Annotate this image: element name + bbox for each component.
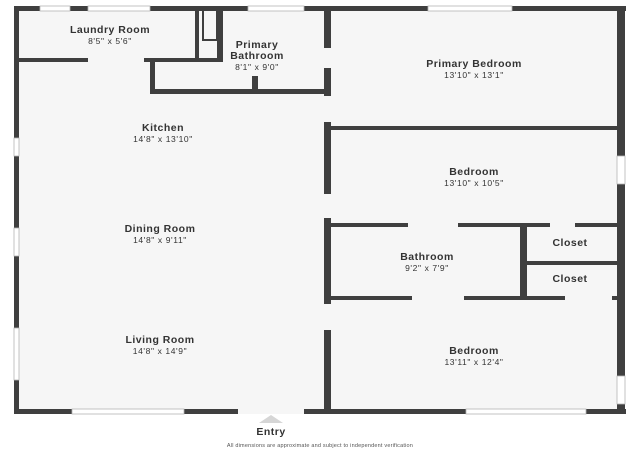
window-top-1 (39, 5, 71, 12)
window-left-2 (13, 227, 20, 257)
window-right-1 (616, 155, 626, 185)
windows (13, 5, 626, 415)
room-name-line1: Primary (235, 39, 279, 51)
window-right-2 (616, 375, 626, 405)
primary-bath-wall-left (150, 58, 155, 94)
entry-doorway (238, 409, 304, 414)
walls (14, 6, 626, 414)
window-bottom-2 (465, 408, 587, 415)
bathroom-doorway (412, 296, 464, 300)
outer-wall-bottom (14, 409, 626, 414)
floor-area (18, 8, 622, 412)
window-top-4 (427, 5, 513, 12)
room-name: Kitchen (141, 122, 184, 134)
room-name: Dining Room (124, 223, 196, 235)
primary-bath-wall-top (152, 58, 222, 62)
bathroom-wall-bottom-left (328, 296, 412, 300)
outer-wall-left (14, 6, 19, 414)
room-name: Closet (552, 237, 588, 249)
center-wall-seg-3 (324, 122, 331, 194)
room-primary-bathroom: Primary Bathroom 8'1" x 9'0" (230, 39, 284, 73)
window-left-3 (13, 327, 20, 381)
window-bottom-1 (71, 408, 185, 415)
room-dimensions: 8'5" x 5'6" (88, 36, 132, 47)
window-top-2 (87, 5, 151, 12)
center-wall-seg-2 (324, 68, 331, 96)
window-top-3 (247, 5, 305, 12)
entry-label: Entry (256, 426, 286, 438)
room-dimensions: 9'2" x 7'9" (405, 263, 449, 274)
room-name: Closet (552, 273, 588, 285)
closet-doorway (550, 223, 575, 227)
room-bedroom-1: Bedroom 13'10" x 10'5" (444, 166, 504, 189)
triangle-up-icon (259, 415, 283, 423)
laundry-wall-right (195, 8, 199, 60)
closet-wall-bottom (612, 296, 620, 300)
room-name: Living Room (125, 334, 195, 346)
window-left-1 (13, 137, 20, 157)
center-wall-seg-1 (324, 8, 331, 48)
room-name: Bedroom (449, 345, 499, 357)
bathroom-wall-right (520, 225, 527, 300)
room-dimensions: 14'8" x 14'9" (132, 346, 188, 357)
bedroom-wall-bottom-right (575, 223, 620, 227)
center-wall-seg-5 (324, 330, 331, 412)
room-name: Laundry Room (69, 24, 151, 36)
room-dining-room: Dining Room 14'8" x 9'11" (124, 223, 196, 246)
laundry-doorway (88, 58, 144, 62)
primary-bedroom-wall-bottom (328, 126, 620, 130)
room-name: Primary Bedroom (426, 58, 522, 70)
bedroom-doorway (408, 223, 458, 227)
room-dimensions: 13'10" x 13'1" (444, 70, 504, 81)
room-closet-1: Closet (552, 237, 588, 249)
outer-wall-top (14, 6, 626, 11)
room-dimensions: 14'8" x 9'11" (133, 235, 187, 246)
room-bedroom-2: Bedroom 13'11" x 12'4" (444, 345, 504, 368)
room-laundry: Laundry Room 8'5" x 5'6" (69, 24, 151, 47)
room-dimensions: 14'8" x 13'10" (133, 134, 193, 145)
center-wall-seg-4 (324, 218, 331, 304)
closet-divider (524, 261, 620, 265)
primary-bath-wall-bottom (150, 89, 328, 94)
room-dimensions: 13'11" x 12'4" (444, 357, 504, 368)
closet-2-doorway (565, 296, 612, 300)
disclaimer-text: All dimensions are approximate and subje… (226, 443, 414, 449)
room-dimensions: 8'1" x 9'0" (235, 62, 279, 73)
room-name: Bathroom (400, 251, 454, 263)
bedroom-wall-bottom-left (328, 223, 408, 227)
room-dimensions: 13'10" x 10'5" (444, 178, 504, 189)
room-name: Bedroom (449, 166, 499, 178)
room-bathroom: Bathroom 9'2" x 7'9" (400, 251, 454, 274)
doorways (88, 58, 612, 414)
room-living-room: Living Room 14'8" x 14'9" (125, 334, 195, 357)
primary-bath-stub (252, 76, 258, 92)
room-kitchen: Kitchen 14'8" x 13'10" (133, 122, 193, 145)
bathroom-wall-bottom-right (464, 296, 565, 300)
duct-side (217, 10, 223, 62)
room-primary-bedroom: Primary Bedroom 13'10" x 13'1" (426, 58, 522, 81)
bedroom-wall-bottom-mid (458, 223, 550, 227)
room-name-line2: Bathroom (230, 50, 284, 63)
room-closet-2: Closet (552, 273, 588, 285)
outer-wall-right (617, 6, 625, 414)
